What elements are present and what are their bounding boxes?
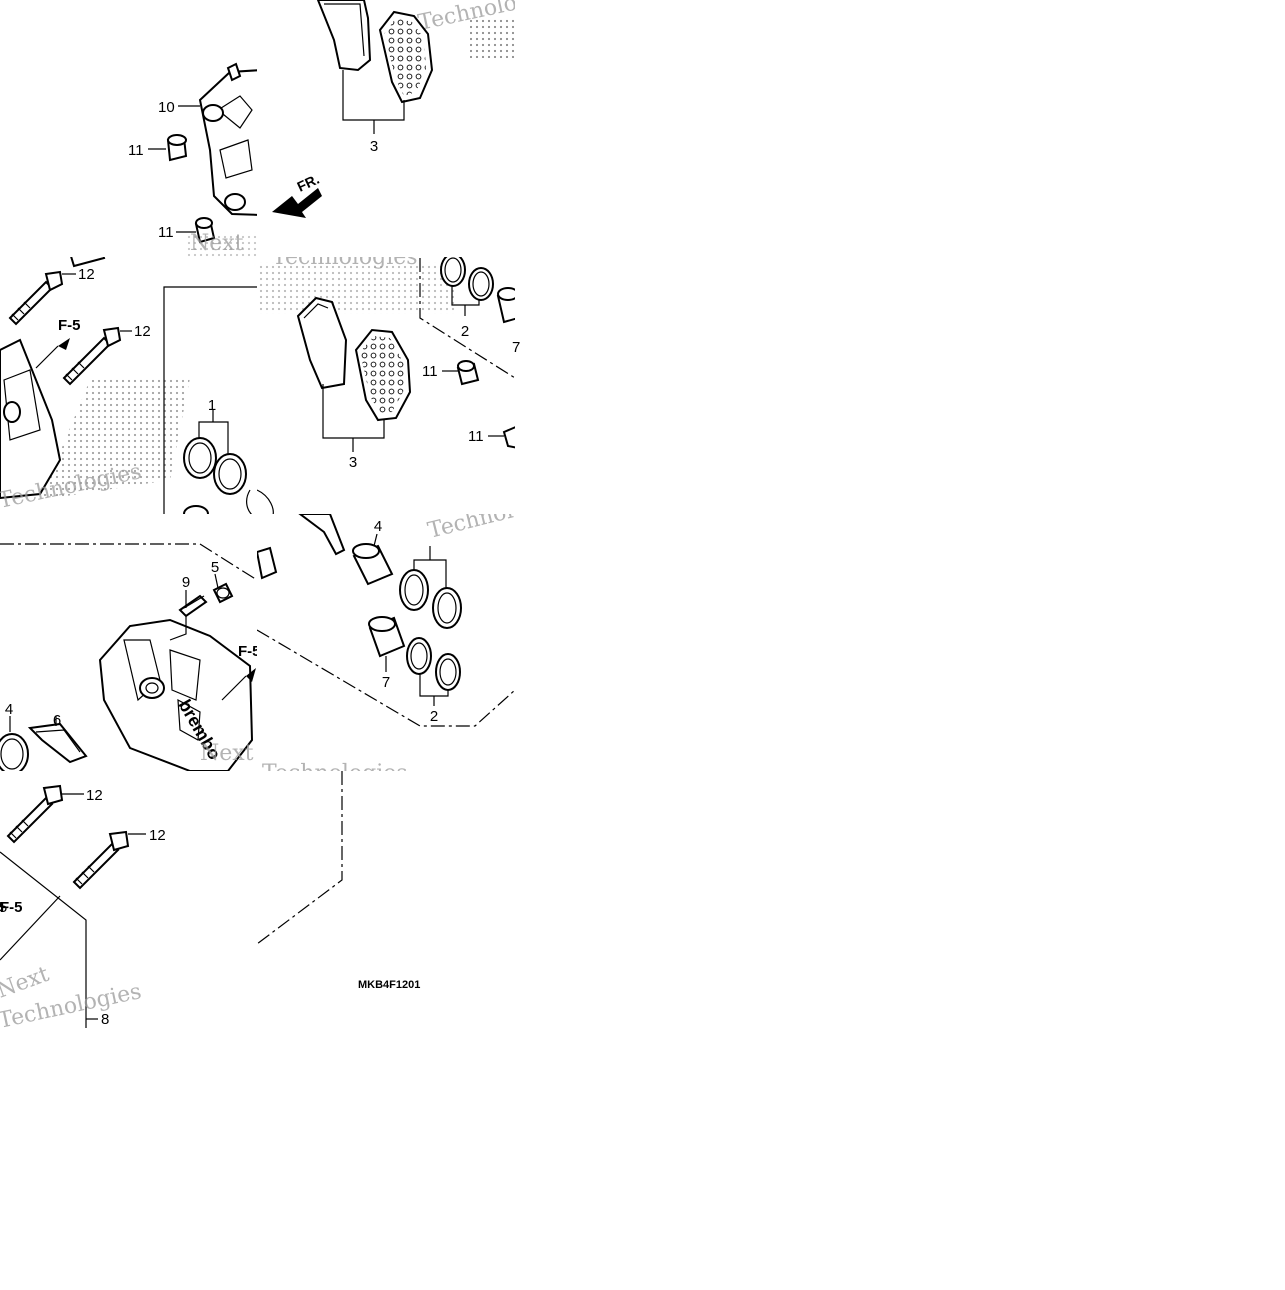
piston-center bbox=[496, 287, 515, 324]
callout-5: 5 bbox=[211, 559, 219, 576]
tile-caliper-top: Next bbox=[148, 62, 257, 257]
watermark-text: Technologies bbox=[272, 245, 418, 270]
seal-ring-pair-upper bbox=[399, 569, 462, 629]
callout-1: 1 bbox=[208, 397, 216, 414]
seal-ring-pair bbox=[440, 257, 494, 301]
callout-11: 11 bbox=[468, 428, 484, 445]
watermark-text: Technologies bbox=[425, 484, 572, 543]
callout-6: 6 bbox=[53, 712, 61, 729]
reference-label-bottom: F-5 bbox=[0, 899, 23, 916]
callout-3: 3 bbox=[370, 138, 378, 155]
mount-bolt-lower bbox=[62, 326, 122, 386]
caliper-body-upper bbox=[198, 62, 257, 216]
tile-pads-center: Technologies bbox=[257, 245, 515, 452]
caliper-body-front bbox=[98, 618, 254, 771]
callout-4: 4 bbox=[374, 518, 382, 535]
seal-ring-pair-lower bbox=[406, 637, 461, 691]
tile-pistons: Technologies Technologies bbox=[257, 484, 572, 786]
callout-11: 11 bbox=[128, 142, 144, 159]
tile-pads-top: Technologies FR. bbox=[272, 0, 515, 218]
bleeder-valve bbox=[178, 594, 208, 618]
tile-caliper-bolts: F-5 Technologies bbox=[0, 257, 257, 514]
callout-12: 12 bbox=[86, 787, 103, 804]
callout-7: 7 bbox=[382, 674, 390, 691]
seal-ring-set-1 bbox=[183, 437, 247, 514]
tile-seal-set-1 bbox=[183, 410, 253, 514]
callout-12: 12 bbox=[149, 827, 166, 844]
callout-8: 8 bbox=[101, 1011, 109, 1028]
tile-caliper-front: brembo F-5 Next bbox=[0, 543, 261, 771]
reference-label-lower: F-5 bbox=[238, 643, 261, 660]
diagram-code: MKB4F1201 bbox=[358, 979, 420, 991]
callout-12: 12 bbox=[134, 323, 151, 340]
callout-11: 11 bbox=[422, 363, 438, 380]
callout-5: 5 bbox=[0, 899, 7, 916]
pad-spring-6 bbox=[27, 722, 88, 764]
tile-frame-bottom bbox=[257, 771, 343, 945]
callout-10: 10 bbox=[158, 99, 175, 116]
tile-mount-bolts: F-5 Next Technologies bbox=[0, 784, 146, 1028]
brake-pad-center-right bbox=[354, 328, 412, 422]
bushing-11-upper bbox=[166, 134, 188, 162]
mount-bolt-bottom-lower bbox=[72, 830, 130, 890]
direction-arrow bbox=[272, 188, 322, 218]
callout-12: 12 bbox=[78, 266, 95, 283]
callout-3: 3 bbox=[349, 454, 357, 471]
bushing-11-edge bbox=[502, 426, 515, 449]
mount-bolt-bottom-upper bbox=[6, 784, 64, 844]
callout-11: 11 bbox=[158, 224, 174, 241]
watermark-text: Next bbox=[190, 231, 244, 256]
piston-4 bbox=[352, 543, 394, 586]
callout-4: 4 bbox=[5, 701, 13, 718]
bushing-11-center bbox=[456, 360, 480, 386]
reference-label: F-5 bbox=[58, 317, 81, 334]
callout-numbers: 1 2 2 3 3 4 4 5 5 6 7 7 8 9 10 11 11 11 … bbox=[0, 99, 520, 1028]
brake-pad-center-left bbox=[296, 296, 348, 390]
watermark-text: Technologies bbox=[262, 761, 408, 786]
brake-pad-left bbox=[316, 0, 372, 72]
callout-9: 9 bbox=[182, 574, 190, 591]
callout-2: 2 bbox=[461, 323, 469, 340]
mount-bolt-upper bbox=[8, 270, 64, 326]
seal-ring-left-edge bbox=[0, 733, 29, 771]
brake-pad-right bbox=[378, 10, 434, 104]
callout-2: 2 bbox=[430, 708, 438, 725]
piston-7 bbox=[368, 616, 406, 658]
bleeder-cap bbox=[212, 582, 234, 604]
callout-7: 7 bbox=[512, 339, 520, 356]
watermark-text: Next bbox=[0, 962, 52, 1004]
watermark-text: Next bbox=[200, 741, 254, 766]
caliper-body-side bbox=[0, 338, 62, 500]
